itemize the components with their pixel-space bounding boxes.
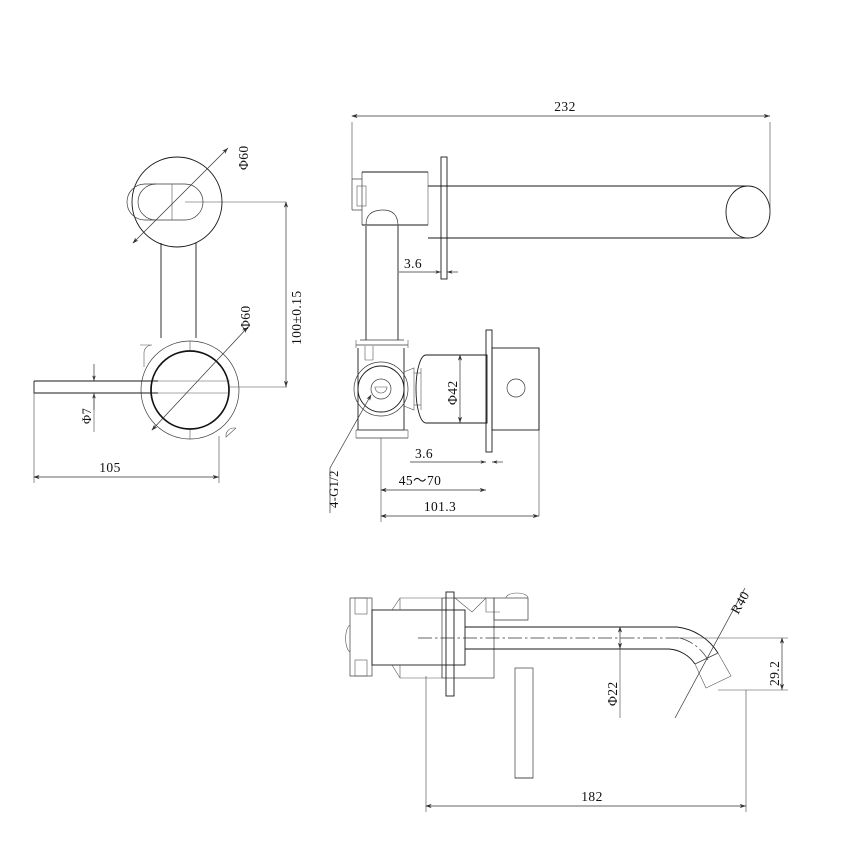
dim-spout-bore-label: Φ22: [605, 681, 620, 706]
dim-dia-bottom-label: Φ60: [238, 305, 253, 330]
dim-spout-length: 232: [351, 99, 770, 179]
dim-lever-thickness: Φ7: [80, 364, 96, 432]
front-view: Φ60 Φ60 100±0.15 Φ7 105: [33, 145, 304, 483]
dim-outlet-drop: 29.2: [680, 637, 788, 691]
dim-overall-depth: 101.3: [380, 496, 539, 522]
dim-projection-label: 182: [581, 789, 602, 804]
dim-plate-thickness-valve: 3.6: [410, 446, 503, 464]
dim-inlet-thread: 4-G1/2: [327, 394, 372, 513]
dim-spout-length-label: 232: [554, 99, 575, 114]
dim-wall-range-label: 45～70: [399, 473, 442, 488]
dim-bend-radius-label: R40: [728, 588, 753, 616]
dim-center-distance-label: 100±0.15: [289, 291, 304, 345]
dim-overall-width-label: 105: [99, 460, 120, 475]
dim-overall-depth-label: 101.3: [424, 499, 456, 514]
dim-projection: 182: [425, 676, 747, 812]
dim-plate-thickness-top: 3.6: [399, 256, 458, 274]
dim-plate-thickness-valve-label: 3.6: [415, 446, 433, 461]
dim-inlet-thread-label: 4-G1/2: [327, 470, 341, 508]
dim-dia-top-label: Φ60: [236, 145, 251, 170]
dim-wall-range: 45～70: [380, 438, 486, 496]
bottom-side-view: Φ22 R40 29.2 182: [345, 587, 788, 812]
dim-spout-bore: Φ22: [605, 626, 623, 718]
dim-bend-radius: R40: [674, 587, 753, 719]
dim-dia-top: Φ60: [132, 145, 251, 244]
dim-center-distance: 100±0.15: [283, 201, 304, 387]
dim-dia-bottom: Φ60: [151, 305, 253, 431]
dim-overall-width: 105: [33, 393, 220, 483]
dim-lever-thickness-label: Φ7: [80, 408, 94, 424]
side-view-valve: Φ42 3.6 4-G1/2 45～70 101.3: [327, 329, 540, 522]
dim-plate-thickness-top-label: 3.6: [404, 256, 422, 271]
dim-outlet-drop-label: 29.2: [767, 661, 782, 686]
dim-cartridge-dia: Φ42: [445, 354, 463, 423]
dim-cartridge-dia-label: Φ42: [445, 380, 460, 405]
top-view: 232 3.6: [351, 99, 771, 340]
